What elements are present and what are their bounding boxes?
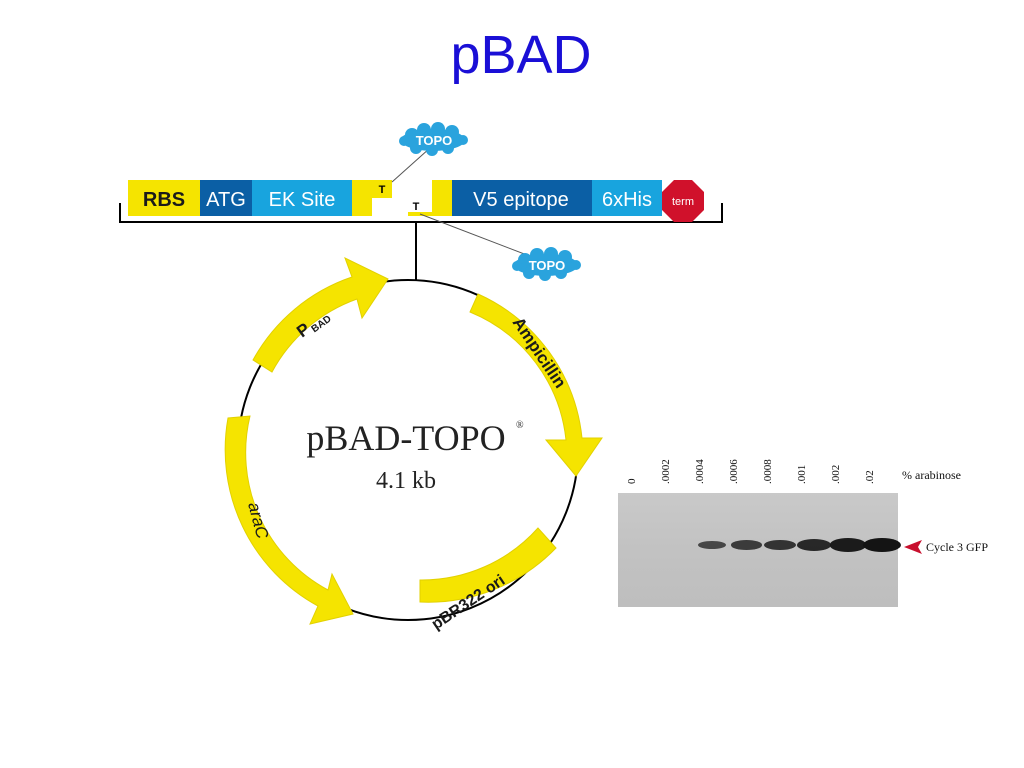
term-stop-icon (662, 180, 704, 222)
lane-label: .002 (830, 464, 842, 484)
arac-arrow (224, 415, 354, 625)
overhang-right (408, 180, 452, 216)
v5-box (452, 180, 592, 216)
lane-label: .0004 (694, 459, 706, 484)
cycle3-gfp-label: Cycle 3 GFP (926, 540, 989, 554)
topo-bottom-label: TOPO (529, 258, 566, 273)
t-left-label: T (379, 184, 386, 196)
ampicillin-label: Ampicillin (509, 314, 570, 392)
overhang-left (352, 180, 392, 216)
t-right-label: T (413, 201, 420, 213)
lane-label: .02 (864, 470, 876, 484)
plasmid-name: pBAD-TOPO (306, 418, 505, 458)
his-box (592, 180, 662, 216)
ek-site-box (252, 180, 352, 216)
atg-box (200, 180, 252, 216)
rbs-box (128, 180, 200, 216)
registered-mark: ® (516, 420, 524, 431)
gel-band (863, 538, 901, 552)
topo-bottom-line (419, 213, 541, 261)
western-blot-gel (618, 493, 901, 607)
lane-label: .0008 (762, 459, 774, 484)
plasmid-size: 4.1 kb (376, 468, 436, 494)
gel-band (730, 540, 762, 550)
lane-label: .0006 (728, 459, 740, 484)
lane-label: 0 (626, 478, 638, 485)
arabinose-axis-label: % arabinose (902, 468, 961, 482)
ampicillin-arrow (469, 293, 603, 477)
term-label: term (672, 196, 694, 208)
v5-label: V5 epitope (473, 189, 569, 211)
lane-label: .0002 (660, 459, 672, 484)
topo-top-cloud-icon (399, 122, 468, 156)
gel-band (763, 539, 797, 551)
ek-site-label: EK Site (269, 189, 336, 211)
rbs-label: RBS (143, 189, 185, 211)
his-label: 6xHis (602, 189, 652, 211)
slide-title: pBAD (450, 25, 592, 85)
topo-top-line (391, 147, 431, 183)
topo-bottom-cloud-icon (512, 247, 581, 281)
gel-band (697, 540, 727, 550)
topo-top-label: TOPO (416, 133, 453, 148)
ori-box (419, 527, 557, 603)
gel-band (829, 538, 867, 552)
gel-band (796, 539, 832, 551)
band-arrow-icon (904, 540, 922, 554)
lane-label: .001 (796, 464, 808, 484)
pbad-arrow (252, 257, 389, 373)
cassette-bracket (119, 203, 723, 223)
atg-label: ATG (206, 189, 246, 211)
